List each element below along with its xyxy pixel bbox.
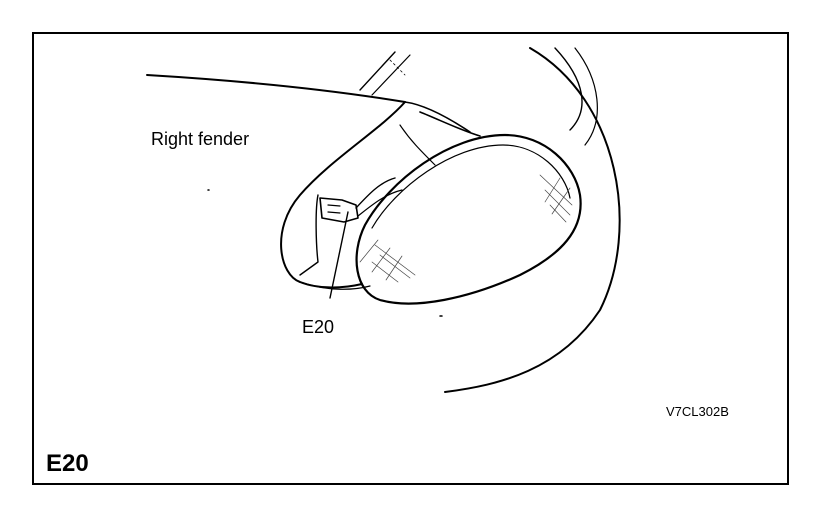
wheel-arch-outer xyxy=(444,47,621,393)
connector-tab-2 xyxy=(327,211,341,214)
figure-frame xyxy=(32,32,789,485)
lens-texture xyxy=(359,174,573,283)
wire-harness-2 xyxy=(357,189,403,217)
figure-code: V7CL302B xyxy=(666,404,729,419)
figure-title: E20 xyxy=(46,450,89,477)
right-fender-label: Right fender xyxy=(151,129,250,149)
fender-edge-line xyxy=(146,74,406,103)
housing-side-bottom xyxy=(399,124,436,166)
panel-line-3 xyxy=(389,59,406,76)
wheel-arch-inner-2 xyxy=(574,47,598,146)
connector-label: E20 xyxy=(302,317,335,337)
lamp-lens-rim xyxy=(371,144,571,229)
panel-line-2 xyxy=(371,54,411,96)
wheel-arch-inner-1 xyxy=(554,47,583,131)
housing-lower-lip xyxy=(299,281,371,290)
lamp-lens xyxy=(355,133,582,305)
housing-inner-wall xyxy=(299,194,319,276)
connector-body xyxy=(319,197,359,223)
fender-crease-line xyxy=(404,101,471,133)
panel-line-1 xyxy=(359,51,396,91)
housing-opening xyxy=(280,101,406,289)
connector-leader-line xyxy=(329,211,349,299)
housing-side-top xyxy=(419,111,481,137)
wire-harness xyxy=(355,177,396,209)
connector-tab-1 xyxy=(327,204,341,207)
